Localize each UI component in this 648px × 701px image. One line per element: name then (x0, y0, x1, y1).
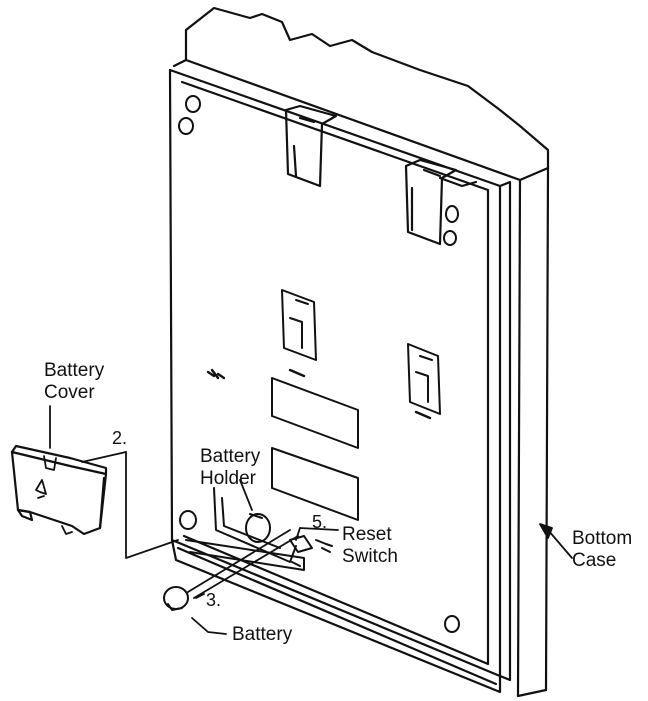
battery-cell (163, 586, 189, 611)
battery-cover-label: Battery Cover (44, 360, 104, 404)
terminal-slots (281, 289, 441, 415)
bottom-case-label-line2: Case (572, 550, 617, 571)
base-plate (168, 68, 512, 694)
reset-switch-label-line2: Switch (342, 546, 398, 567)
step-5-number: 5. (312, 512, 328, 532)
mounting-holes (178, 95, 460, 633)
label-recesses (271, 377, 359, 521)
bottom-ramp (185, 539, 305, 571)
molded-markings (206, 368, 432, 420)
battery-cover-label-line2: Cover (44, 382, 95, 403)
battery-label: Battery (232, 624, 293, 645)
bottom-case (172, 6, 550, 698)
reset-switch-label-line1: Reset (342, 524, 392, 545)
bottom-case-label: Bottom Case (572, 528, 632, 572)
battery-cover (10, 444, 108, 536)
battery-cover-label-line1: Battery (44, 360, 105, 381)
callout-lines (49, 405, 573, 635)
reset-switch (289, 535, 333, 553)
bottom-case-label-line1: Bottom (572, 528, 633, 549)
battery-holder-label-line1: Battery (200, 446, 261, 467)
battery-holder-label-line2: Holder (200, 468, 256, 489)
top-latch-clips (284, 104, 478, 246)
step-3-number: 3. (206, 590, 222, 610)
battery-holder (213, 487, 297, 563)
reset-switch-label: Reset Switch (342, 524, 398, 568)
step-2-number: 2. (112, 428, 128, 448)
battery-holder-label: Battery Holder (200, 446, 260, 490)
